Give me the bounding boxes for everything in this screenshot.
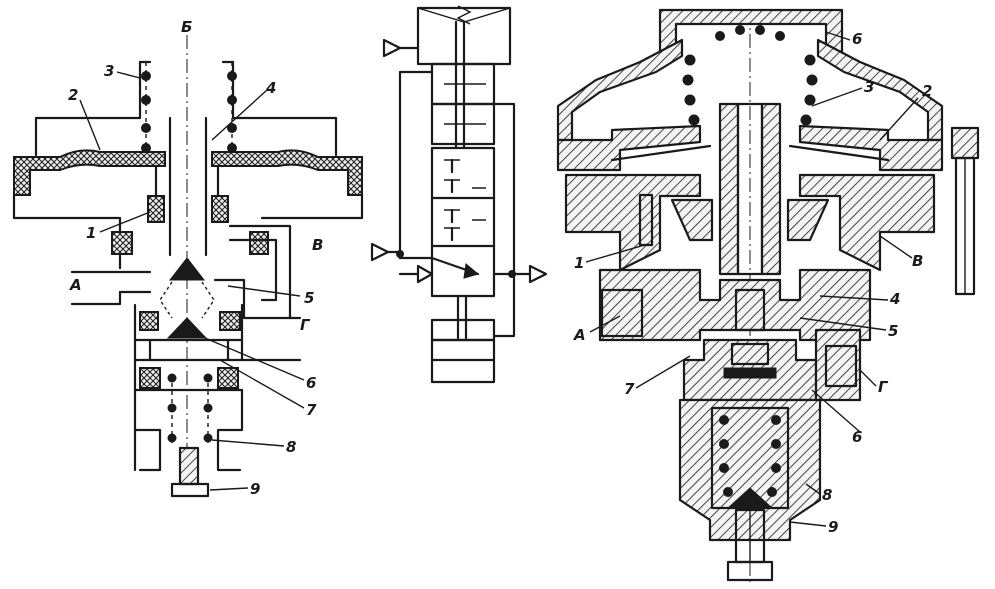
right-valve-disc xyxy=(723,367,777,379)
right-lower-spring xyxy=(719,415,781,497)
right-port-G-block xyxy=(814,328,862,402)
right-label-2: 2 xyxy=(922,82,932,100)
left-label-6: 6 xyxy=(306,374,316,392)
right-label-port-A: А xyxy=(573,326,586,344)
right-diaphragm-left xyxy=(556,124,702,172)
right-label-4: 4 xyxy=(889,290,900,308)
right-diaphragm-right xyxy=(798,124,944,172)
left-adjust-screw xyxy=(178,446,200,486)
left-screw-head xyxy=(170,482,210,498)
right-port-A-bore xyxy=(600,288,644,338)
right-lower-housing xyxy=(678,398,822,542)
left-upper-spring xyxy=(141,62,237,153)
right-mid-housing-right xyxy=(798,173,936,272)
left-label-9: 9 xyxy=(250,480,260,498)
left-diaphragm-right xyxy=(211,149,363,196)
left-upper-valve xyxy=(168,257,206,281)
right-leaders xyxy=(585,31,919,527)
left-label-port-G: Г xyxy=(300,316,311,334)
left-label-8: 8 xyxy=(286,438,296,456)
left-piston-rod xyxy=(168,116,208,257)
left-seal-1a xyxy=(147,195,165,223)
left-lower-housing xyxy=(12,193,364,270)
symbol-stem-block xyxy=(430,318,496,342)
left-channel-B xyxy=(228,224,292,320)
right-label-6-top: 6 xyxy=(852,30,862,48)
left-label-2: 2 xyxy=(68,86,78,104)
left-label-1: 1 xyxy=(86,224,96,242)
right-piston-right-wall xyxy=(760,102,782,276)
right-label-8: 8 xyxy=(822,486,832,504)
left-label-port-A: А xyxy=(69,276,82,294)
right-mid-housing-left xyxy=(564,173,702,272)
left-upper-housing xyxy=(34,60,338,157)
right-label-5: 5 xyxy=(888,322,898,340)
right-label-port-G: Г xyxy=(878,378,889,396)
right-label-3: 3 xyxy=(864,78,874,96)
left-channel-T xyxy=(213,278,302,320)
left-port-A xyxy=(70,270,152,306)
right-screw-nut xyxy=(726,560,774,582)
left-leaders xyxy=(79,71,305,491)
symbol-chamber-2 xyxy=(430,102,496,146)
right-spring-seat xyxy=(726,487,774,509)
right-seal-right xyxy=(786,198,830,242)
left-seal-1d xyxy=(249,231,269,255)
right-label-6: 6 xyxy=(852,428,862,446)
right-dome-right xyxy=(816,38,944,142)
left-label-5: 5 xyxy=(304,289,314,307)
right-label-9: 9 xyxy=(828,518,838,536)
left-seal-1b xyxy=(211,195,229,223)
right-upper-spring xyxy=(682,25,818,126)
right-label-7: 7 xyxy=(624,380,635,398)
left-diaphragm-left xyxy=(13,149,166,196)
left-label-7: 7 xyxy=(306,401,317,419)
left-label-B-top: Б xyxy=(181,18,192,36)
symbol-valve-body xyxy=(430,146,496,298)
right-bolt-head xyxy=(950,126,980,160)
right-label-1: 1 xyxy=(574,254,584,272)
left-lower-spring xyxy=(167,373,213,445)
left-label-4: 4 xyxy=(265,79,276,97)
right-label-port-B: В xyxy=(912,252,923,270)
left-lower-valve xyxy=(166,317,208,339)
middle-symbol xyxy=(370,5,548,384)
symbol-control-lines xyxy=(398,70,516,338)
right-section: 6 3 2 1 В 4 А 5 7 Г 6 8 9 xyxy=(556,8,980,585)
left-seal-1c xyxy=(111,231,133,255)
right-dome-left xyxy=(556,38,684,142)
right-seal-left xyxy=(670,198,714,242)
left-label-3: 3 xyxy=(104,62,114,80)
left-schematic: Б 3 2 4 1 В А 5 Г 6 7 8 9 xyxy=(12,18,364,498)
left-label-port-B: В xyxy=(312,236,323,254)
right-piston-left-wall xyxy=(718,102,740,276)
right-top-cap xyxy=(658,8,844,60)
